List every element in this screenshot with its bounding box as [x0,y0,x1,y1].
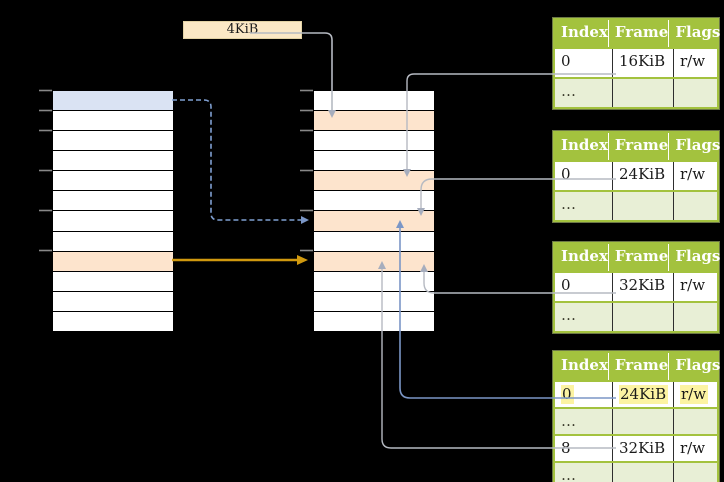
table-cell: r/w [673,162,717,190]
table-cell: … [561,82,576,100]
table-cell [673,192,717,220]
table-cell: … [561,195,576,213]
table-cell [673,79,717,107]
memory-row-white [53,231,173,252]
table-cell: … [561,306,576,324]
table-row: … [555,301,717,331]
table-cell: r/w [673,49,717,77]
table-cell [612,463,673,482]
table-cell [612,303,673,331]
table-cell [612,409,673,434]
page-size-label: 4KiB [183,21,302,39]
memory-row-white [53,111,173,132]
table-cell: 24KiB [612,382,673,407]
column-header: Frame [607,244,668,271]
memory-row-white [53,151,173,172]
column-header: Index [561,247,608,265]
memory-row-white [53,271,173,292]
table-cell: 0 [561,52,571,70]
table-cell: … [561,412,576,430]
table-cell: 0 [561,165,571,183]
memory-row-white [314,231,434,252]
column-header: Frame [607,353,668,380]
table-cell [673,409,717,434]
memory-row-white [314,311,434,331]
memory-row-orange [314,251,434,272]
table-cell: 32KiB [612,436,673,461]
memory-row-white [314,271,434,292]
table-cell [612,192,673,220]
table-cell: 32KiB [612,273,673,301]
memory-row-white [53,131,173,152]
memory-row-white [314,191,434,212]
table-cell: r/w [673,273,717,301]
memory-row-orange [314,171,434,192]
table-row: … [555,77,717,107]
memory-row-white [53,171,173,192]
table-row: … [555,407,717,434]
column-header: Index [561,356,608,374]
table-cell: 24KiB [612,162,673,190]
table-cell: 8 [561,439,571,457]
table-cell: 0 [561,385,574,404]
virtual-memory-table [52,90,174,332]
table-cell [612,79,673,107]
memory-row-white [53,291,173,312]
table-row: … [555,190,717,220]
column-header: Index [561,23,608,41]
table-cell: r/w [673,382,717,407]
memory-row-orange [314,111,434,132]
table-cell [673,303,717,331]
table-row: … [555,461,717,482]
memory-row-white [314,151,434,172]
memory-row-orange [53,251,173,272]
column-header: Flags [668,353,720,380]
memory-row-white [314,91,434,112]
column-header: Flags [668,244,720,271]
middle-table-address-ticks [300,89,313,252]
memory-row-orange [314,211,434,232]
memory-row-white [53,191,173,212]
page-directory-table [313,90,435,332]
memory-row-blue [53,91,173,112]
memory-row-white [53,211,173,232]
table-cell: 0 [561,276,571,294]
memory-row-white [314,291,434,312]
connector-dashed-blue-left-to-middle [172,99,309,224]
column-header: Frame [607,133,668,160]
column-header: Flags [668,20,720,47]
memory-row-white [314,131,434,152]
table-cell: 16KiB [612,49,673,77]
memory-row-white [53,311,173,331]
left-table-address-ticks [39,89,52,252]
column-header: Flags [668,133,720,160]
table-cell: r/w [673,436,717,461]
column-header: Index [561,136,608,154]
table-cell [673,463,717,482]
column-header: Frame [607,20,668,47]
table-cell: … [561,466,576,482]
